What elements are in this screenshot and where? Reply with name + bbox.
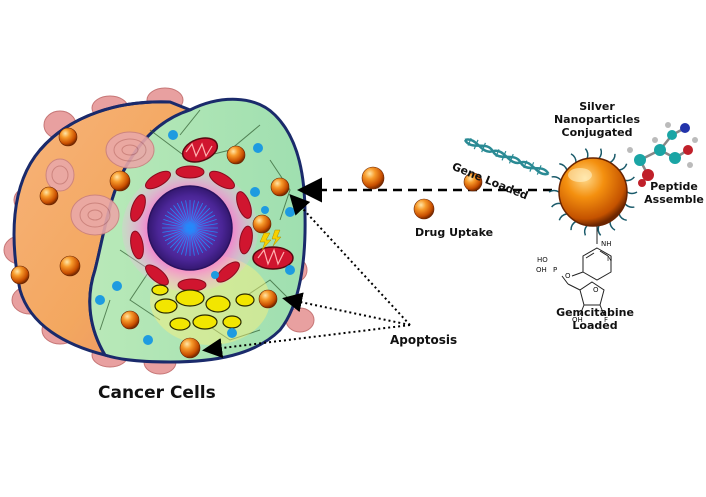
atom-n: N [607, 255, 612, 263]
silver-label-line2: Nanoparticles [553, 113, 641, 126]
atom-ho: HO [537, 256, 548, 264]
nucleus-ray [189, 211, 213, 229]
nucleus-ray [189, 205, 207, 229]
nucleus-ray [176, 227, 191, 254]
nucleus-ray [189, 227, 218, 233]
nucleus-ray [173, 227, 191, 251]
atom-nh: NH [601, 240, 612, 248]
atom-oh: OH [536, 266, 547, 274]
ligand [570, 220, 577, 231]
ligand [624, 176, 635, 182]
ligand [559, 162, 568, 171]
silver-nanoparticles-label: Silver Nanoparticles Conjugated [552, 100, 642, 139]
nucleus-ray [189, 227, 207, 251]
atom-oh2: OH [572, 316, 583, 324]
ligand [570, 153, 577, 163]
gemcitabine-atom-labels: NH N O HO P O OH OH F [536, 240, 612, 324]
nucleus-ray [189, 200, 195, 229]
ligand [548, 189, 560, 193]
ligand [597, 225, 602, 236]
nucleus-ray [189, 227, 216, 242]
nucleus-ray [185, 200, 191, 229]
mitochondrion [252, 246, 294, 270]
gemcitabine-loaded-label: Gemcitabine Loaded [550, 306, 640, 332]
mitochondrion [181, 137, 219, 163]
nucleus-ray [180, 227, 191, 255]
nucleus-ray [189, 227, 217, 238]
ligand [618, 213, 627, 222]
atom-f: F [604, 316, 608, 324]
ligand [583, 224, 588, 236]
nucleus-ray [189, 227, 213, 245]
nucleus-ray [189, 227, 211, 249]
nucleus-ray [176, 202, 191, 229]
nucleus-ray [189, 227, 195, 256]
gemcitabine-structure-icon [561, 226, 612, 316]
peptide-label-line1: Peptide [650, 180, 698, 193]
atom-p: P [553, 266, 557, 274]
golgi-structures [45, 131, 155, 236]
gemcitabine-label-line1: Gemcitabine [556, 306, 634, 319]
nucleus-ray [167, 227, 191, 245]
vesicles [151, 284, 255, 331]
dna-helix-icon [463, 137, 550, 176]
mitochondria-ring [130, 165, 253, 292]
nucleus-ray [189, 227, 204, 254]
nucleus-ray [189, 214, 216, 229]
ligand [626, 191, 638, 195]
gemcitabine-label-line2: Loaded [572, 319, 618, 332]
free-nanoparticles [361, 166, 483, 220]
silver-nanoparticle [548, 148, 638, 236]
silver-label-line1: Silver [579, 100, 615, 113]
nucleus-ray [189, 207, 211, 229]
nucleus-ray [163, 218, 191, 229]
peptide-molecule-icon [627, 122, 698, 187]
nucleus-ray [189, 227, 200, 255]
silver-label-line3: Conjugated [561, 126, 633, 139]
nucleus-ray [189, 202, 204, 229]
apoptosis-label: Apoptosis [390, 333, 458, 347]
peptide-assemble-label: Peptide Assemble [644, 180, 704, 206]
ligand [551, 202, 562, 208]
apoptosis-arrows [202, 194, 411, 358]
cancer-cell [3, 87, 315, 375]
ligand [609, 221, 616, 231]
ligand [609, 153, 616, 164]
ligand [584, 148, 589, 159]
nucleus-ray [189, 223, 218, 229]
nucleus-ray [162, 223, 191, 229]
ligand [598, 148, 603, 160]
drug-uptake-label: Drug Uptake [415, 226, 494, 239]
nucleus-ray [180, 201, 191, 229]
ligand [618, 163, 628, 171]
ligand [624, 203, 635, 209]
ligand [558, 213, 568, 221]
atom-o2: O [593, 286, 599, 294]
cell-nanoparticles [10, 127, 290, 359]
cancer-cells-label: Cancer Cells [98, 383, 216, 403]
ligand [551, 175, 562, 181]
nucleus-ray [167, 211, 191, 229]
nucleus-ray [189, 218, 217, 229]
nucleus-ray [169, 227, 191, 249]
nucleus-ray [164, 214, 191, 229]
nucleus-ray [173, 205, 191, 229]
nucleus-ray [185, 227, 191, 256]
nucleus-ray [169, 207, 191, 229]
ros-bolt-icon [259, 229, 282, 251]
nucleus-ray [164, 227, 191, 242]
nucleus [147, 185, 233, 271]
peptide-label-line2: Assemble [644, 193, 704, 206]
nucleus-ray [163, 227, 191, 238]
nucleus-ray [162, 227, 191, 233]
atom-o: O [565, 272, 571, 280]
nucleus-ray [189, 201, 200, 229]
